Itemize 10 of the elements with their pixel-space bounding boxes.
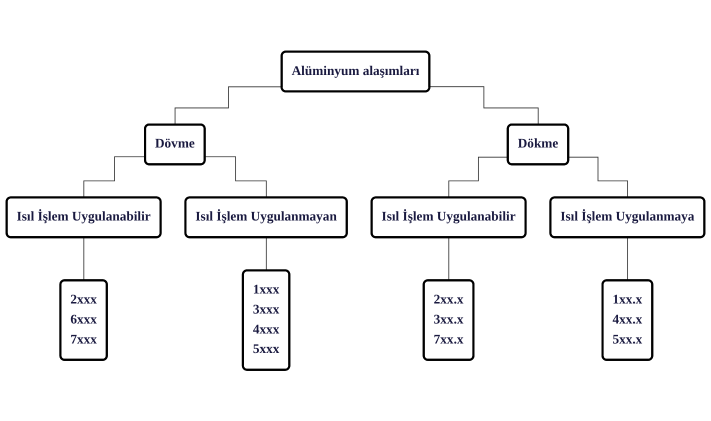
connector [204,156,267,198]
connector [83,156,146,198]
connector [627,237,628,281]
connector [83,237,84,281]
connector [448,237,450,281]
connector [448,156,509,198]
connector [174,86,282,126]
connector [429,86,539,126]
connector [568,156,628,198]
connector [266,237,267,271]
